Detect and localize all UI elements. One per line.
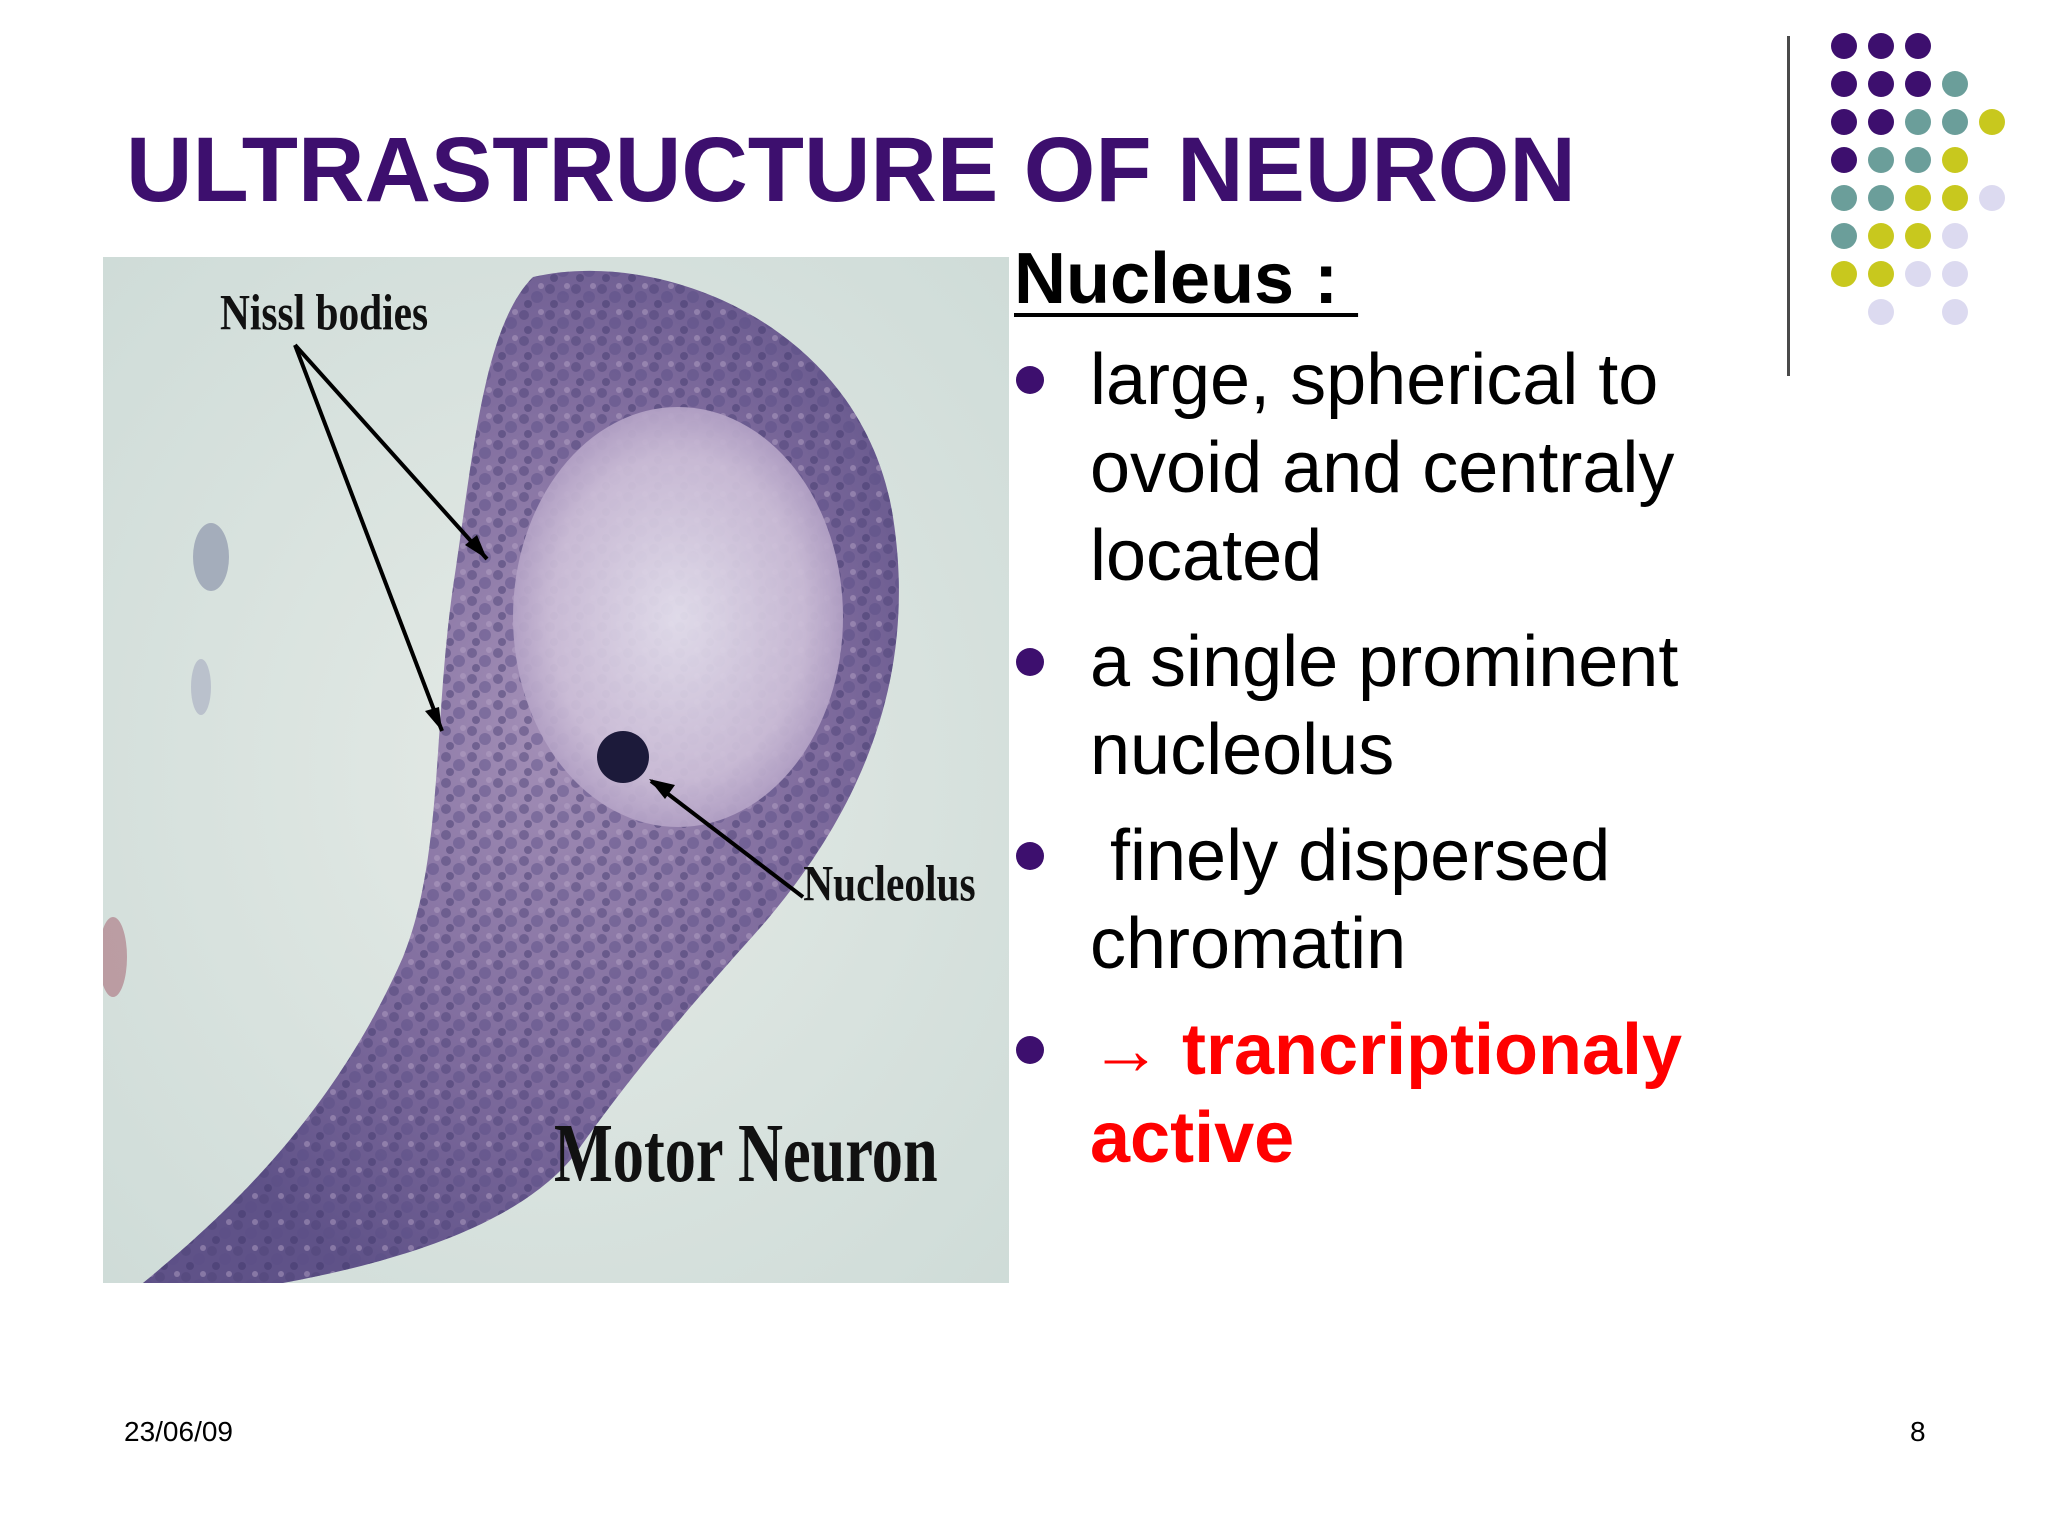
- bullet-item: large, spherical to ovoid and centraly l…: [1014, 336, 1784, 600]
- label-nucleolus: Nucleolus: [803, 856, 975, 912]
- bullet-text: finely dispersed chromatin: [1090, 815, 1631, 984]
- page-number: 8: [1910, 1416, 1926, 1447]
- motor-neuron-micrograph: Nissl bodies Nucleolus Motor Neuron: [103, 257, 1009, 1283]
- nucleus-shape: [513, 407, 843, 827]
- decor-dot: [1868, 261, 1894, 287]
- bullet-item-highlight: → trancriptionaly active: [1014, 1006, 1784, 1182]
- decor-dot: [1905, 147, 1931, 173]
- decor-dot: [1831, 185, 1857, 211]
- decor-dot: [1942, 147, 1968, 173]
- decor-dot: [1905, 33, 1931, 59]
- footer-date: 23/06/09: [124, 1416, 233, 1447]
- section-heading: Nucleus :: [1014, 239, 1359, 319]
- decor-dot: [1905, 109, 1931, 135]
- decor-dot: [1831, 71, 1857, 97]
- bullet-dot-icon: [1016, 1035, 1044, 1064]
- decor-dot: [1942, 71, 1968, 97]
- decor-dot: [1868, 147, 1894, 173]
- decor-dot: [1831, 223, 1857, 249]
- decor-dot: [1905, 185, 1931, 211]
- decor-dot: [1942, 185, 1968, 211]
- figure-caption: Motor Neuron: [554, 1106, 938, 1199]
- decor-dot: [1942, 261, 1968, 287]
- label-nissl-bodies: Nissl bodies: [220, 285, 428, 341]
- title-divider-line: [1787, 36, 1790, 376]
- bullet-item: a single prominent nucleolus: [1014, 618, 1784, 794]
- decor-dot: [1868, 185, 1894, 211]
- right-arrow-icon: →: [1090, 1009, 1162, 1090]
- decor-dot: [1831, 33, 1857, 59]
- arrow-nissl-2: [293, 344, 444, 732]
- bullet-text: large, spherical to ovoid and centraly l…: [1090, 339, 1675, 596]
- arrow-nissl-1: [293, 343, 489, 561]
- decor-dot: [1868, 33, 1894, 59]
- decor-dot: [1942, 109, 1968, 135]
- decor-dot: [1868, 223, 1894, 249]
- decor-dot: [1905, 223, 1931, 249]
- bullet-text: trancriptionaly active: [1090, 1009, 1703, 1178]
- decor-dot: [1868, 109, 1894, 135]
- bullet-dot-icon: [1016, 365, 1044, 394]
- bullet-list: large, spherical to ovoid and centraly l…: [1014, 336, 1784, 1182]
- bullet-dot-icon: [1016, 647, 1044, 676]
- decor-dot: [1942, 223, 1968, 249]
- decor-dot: [1868, 299, 1894, 325]
- decor-dot: [1979, 185, 2005, 211]
- decor-dot: [1831, 109, 1857, 135]
- decor-dot: [1905, 261, 1931, 287]
- arrow-nucleolus: [649, 779, 805, 899]
- slide-title: ULTRASTRUCTURE OF NEURON: [126, 119, 1576, 221]
- decor-dot: [1979, 109, 2005, 135]
- nucleolus-shape: [597, 731, 649, 783]
- bullet-item: finely dispersed chromatin: [1014, 812, 1784, 988]
- decor-dot: [1942, 299, 1968, 325]
- decor-dot: [1905, 71, 1931, 97]
- bullet-text: a single prominent nucleolus: [1090, 621, 1679, 790]
- decor-dot: [1831, 147, 1857, 173]
- decor-dot: [1831, 261, 1857, 287]
- content-panel: Nucleus : large, spherical to ovoid and …: [1014, 239, 1784, 1200]
- bullet-dot-icon: [1016, 841, 1044, 870]
- decor-dot: [1868, 71, 1894, 97]
